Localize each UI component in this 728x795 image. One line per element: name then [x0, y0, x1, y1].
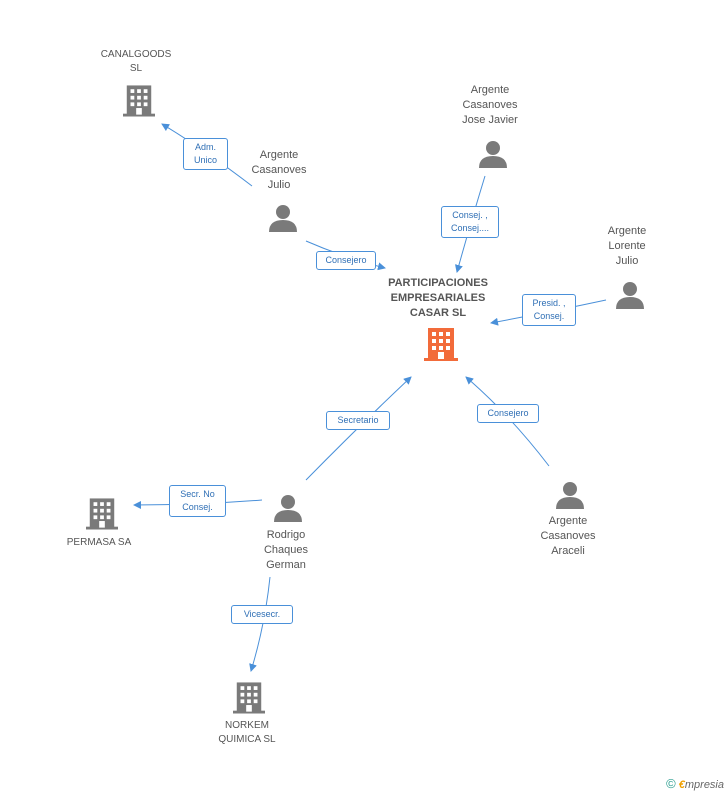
canalgoods-label[interactable]: CANALGOODS SL — [86, 48, 186, 76]
jose-javier-line3: Jose Javier — [462, 114, 518, 126]
canalgoods-line1: CANALGOODS — [100, 49, 172, 60]
center-building-icon[interactable] — [424, 326, 458, 362]
julio-c-line2: Casanoves — [251, 164, 307, 176]
relation-secr-no-consej-line1: Secr. No — [180, 489, 215, 499]
relation-presid-line1: Presid. , — [532, 298, 566, 308]
person-araceli-icon[interactable] — [555, 480, 585, 510]
permasa-building-icon[interactable] — [86, 496, 118, 531]
center-company-line1: PARTICIPACIONES — [388, 277, 488, 289]
norkem-line2: QUIMICA SL — [218, 734, 276, 745]
rodrigo-line3: German — [266, 559, 306, 571]
edge-rodrigo-norkem — [249, 576, 271, 672]
empresia-wordmark: mpresia — [684, 779, 724, 791]
relation-secr-no-consej-line2: Consej. — [182, 502, 213, 512]
person-rodrigo-icon[interactable] — [273, 493, 303, 523]
relation-consej-jose-line2: Consej.... — [450, 223, 490, 233]
relation-presid-line2: Consej. — [533, 311, 565, 321]
relation-consejero-araceli[interactable]: Consejero — [477, 404, 539, 423]
jose-javier-line1: Argente — [470, 84, 510, 96]
norkem-line1: NORKEM — [225, 720, 269, 731]
relation-consejero-araceli-line1: Consejero — [487, 408, 529, 418]
jose-javier-line2: Casanoves — [462, 99, 518, 111]
person-julio-casanoves-icon[interactable] — [268, 203, 298, 233]
person-jose-javier-label[interactable]: Argente Casanoves Jose Javier — [440, 83, 540, 128]
relation-consej-jose[interactable]: Consej. , Consej.... — [441, 206, 499, 238]
person-julio-lorente-icon[interactable] — [615, 280, 645, 310]
relation-presid[interactable]: Presid. , Consej. — [522, 294, 576, 326]
araceli-line3: Araceli — [551, 545, 585, 557]
center-company-line2: EMPRESARIALES — [390, 292, 486, 304]
julio-c-line3: Julio — [267, 179, 291, 191]
canalgoods-line2: SL — [129, 63, 143, 74]
norkem-building-icon[interactable] — [233, 680, 265, 715]
empresia-logo[interactable]: © €mpresia — [666, 776, 724, 791]
julio-c-line1: Argente — [259, 149, 299, 161]
araceli-line2: Casanoves — [540, 530, 596, 542]
relation-vicesecr-line1: Vicesecr. — [243, 609, 281, 619]
person-araceli-label[interactable]: Argente Casanoves Araceli — [518, 514, 618, 559]
araceli-line1: Argente — [548, 515, 588, 527]
empresia-e-glyph: € — [678, 779, 685, 791]
relation-consej-jose-line1: Consej. , — [452, 210, 488, 220]
relation-secretario[interactable]: Secretario — [326, 411, 390, 430]
julio-l-line2: Lorente — [608, 240, 646, 252]
center-company-label[interactable]: PARTICIPACIONES EMPRESARIALES CASAR SL — [378, 276, 498, 321]
person-julio-casanoves-label[interactable]: Argente Casanoves Julio — [229, 148, 329, 193]
permasa-line1: PERMASA SA — [66, 537, 132, 548]
relation-adm-unico[interactable]: Adm. Unico — [183, 138, 228, 170]
relation-secretario-line1: Secretario — [337, 415, 379, 425]
relation-adm-unico-line2: Unico — [193, 155, 217, 165]
relation-secr-no-consej[interactable]: Secr. No Consej. — [169, 485, 226, 517]
relation-vicesecr[interactable]: Vicesecr. — [231, 605, 293, 624]
center-company-line3: CASAR SL — [409, 307, 467, 319]
norkem-label[interactable]: NORKEM QUIMICA SL — [197, 719, 297, 747]
canalgoods-building-icon[interactable] — [123, 83, 155, 118]
rodrigo-line1: Rodrigo — [266, 529, 306, 541]
person-julio-lorente-label[interactable]: Argente Lorente Julio — [587, 224, 667, 269]
relation-consejero-julio-line1: Consejero — [325, 255, 367, 265]
relation-adm-unico-line1: Adm. — [194, 142, 216, 152]
person-rodrigo-label[interactable]: Rodrigo Chaques German — [236, 528, 336, 573]
permasa-label[interactable]: PERMASA SA — [49, 536, 149, 550]
relation-consejero-julio[interactable]: Consejero — [316, 251, 376, 270]
person-jose-javier-icon[interactable] — [478, 139, 508, 169]
julio-l-line3: Julio — [615, 255, 639, 267]
copyright-icon: © — [666, 776, 676, 791]
julio-l-line1: Argente — [607, 225, 647, 237]
rodrigo-line2: Chaques — [263, 544, 309, 556]
